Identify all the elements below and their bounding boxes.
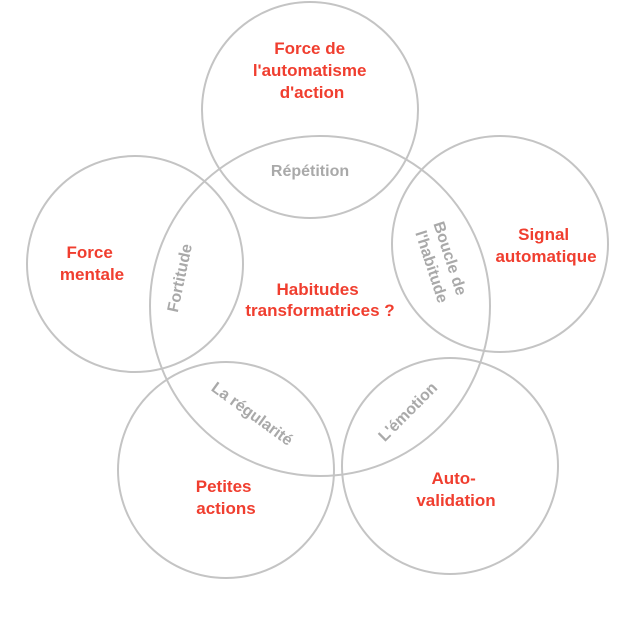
right-circle	[391, 135, 609, 353]
bottom-left-circle	[117, 361, 335, 579]
overlap-label-top: Répétition	[271, 163, 349, 180]
overlap-label-right: Boucle de l'habitude	[410, 220, 470, 308]
top-label: Force de l'automatisme d'action	[253, 39, 371, 102]
bottom-left-label: Petites actions	[196, 477, 256, 518]
right-label: Signal automatique	[495, 225, 596, 266]
top-circle	[201, 1, 419, 219]
center-label: Habitudes transformatrices ?	[245, 280, 394, 320]
bottom-right-label: Auto- validation	[416, 469, 495, 510]
overlap-label-bottom-left: La régularité	[208, 379, 296, 449]
left-circle	[26, 155, 244, 373]
bottom-right-circle	[341, 357, 559, 575]
left-label: Force mentale	[60, 243, 124, 284]
overlap-label-left: Fortitude	[165, 242, 196, 313]
center-circle	[149, 135, 491, 477]
